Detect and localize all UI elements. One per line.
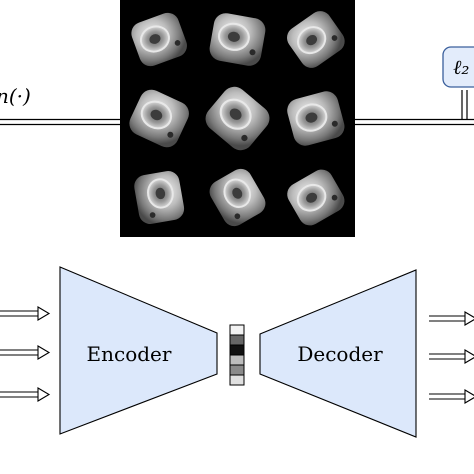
decoder-label: Decoder — [297, 342, 383, 366]
output-arrow — [429, 311, 474, 326]
latent-cell — [229, 364, 245, 376]
operator-label: n(·) — [0, 84, 31, 108]
input-double-line — [0, 118, 120, 126]
output-arrows — [429, 311, 474, 404]
loss-box: ℓ₂ — [442, 46, 474, 88]
input-arrow — [0, 387, 51, 402]
output-arrow — [429, 389, 474, 404]
input-arrows — [0, 306, 51, 402]
part-render — [131, 12, 187, 67]
input-arrow — [0, 306, 51, 321]
output-double-line — [355, 90, 474, 126]
latent-cell — [229, 324, 245, 336]
input-arrow — [0, 345, 51, 360]
part-render — [205, 86, 270, 151]
encoder-label: Encoder — [87, 342, 172, 366]
part-render — [129, 89, 189, 148]
render-grid — [120, 0, 355, 237]
latent-cell — [229, 344, 245, 356]
loss-label: ℓ₂ — [453, 55, 469, 79]
latent-cell — [229, 334, 245, 346]
encoder-block: Encoder — [59, 266, 218, 435]
part-render — [209, 168, 266, 227]
part-render — [209, 13, 266, 66]
part-render — [287, 91, 345, 146]
part-render — [287, 169, 345, 226]
latent-code — [229, 324, 245, 386]
part-render — [286, 11, 345, 68]
part-render — [134, 171, 185, 224]
latent-cell — [229, 374, 245, 386]
decoder-block: Decoder — [259, 269, 417, 438]
output-arrow — [429, 349, 474, 364]
latent-cell — [229, 354, 245, 366]
